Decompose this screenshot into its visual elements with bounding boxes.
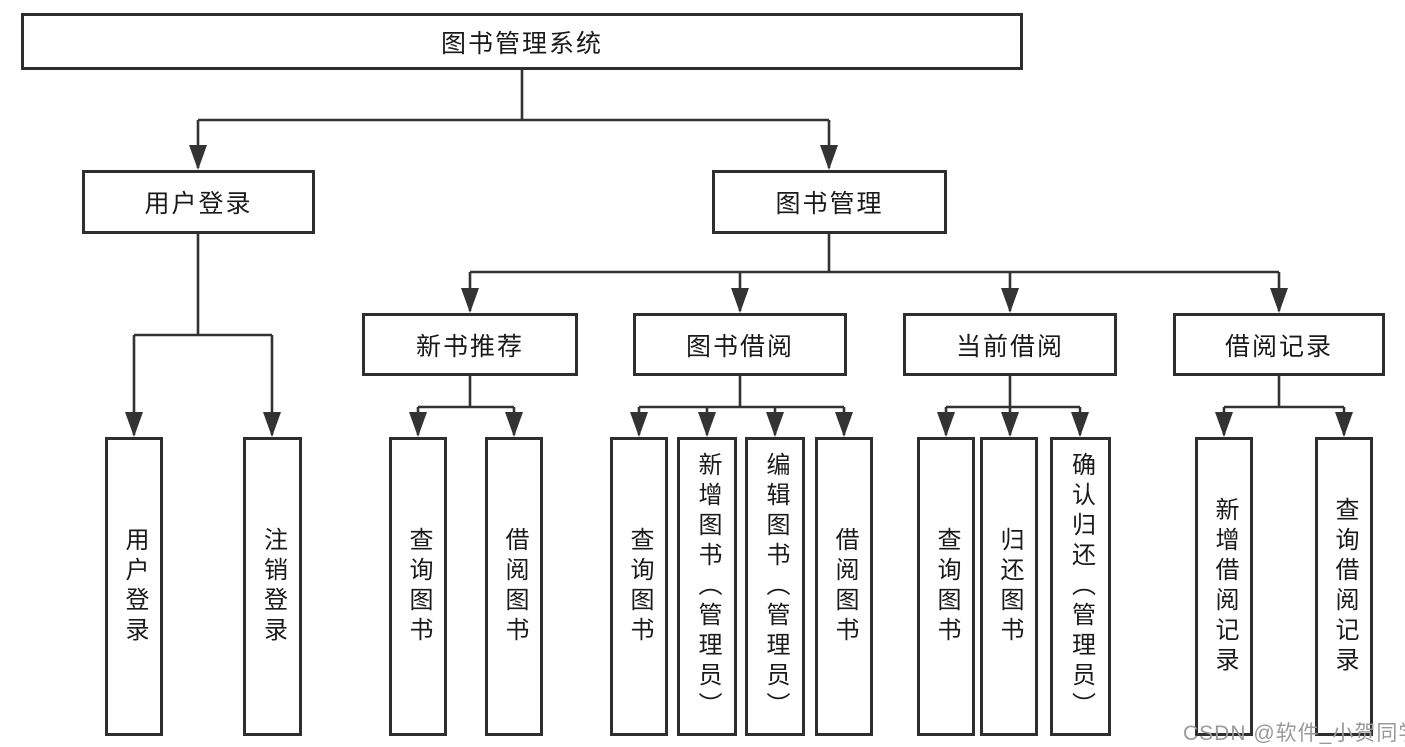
node-book-borrowing: 图书借阅 (633, 313, 847, 376)
leaf-user-login: 用户登录 (105, 437, 163, 736)
node-new-book-recommend: 新书推荐 (362, 313, 578, 376)
connector-user-login (125, 233, 281, 437)
leaf-label: 新增图书（管理员） (694, 451, 721, 722)
node-book-management: 图书管理 (712, 170, 947, 234)
leaf-label: 归还图书 (996, 526, 1023, 647)
connector-current-borrowing (937, 376, 1089, 437)
leaf-label: 编辑图书（管理员） (762, 451, 789, 722)
leaf-label: 新增借阅记录 (1211, 496, 1238, 677)
leaf-label: 注销登录 (259, 526, 287, 647)
leaf-label: 确认归还（管理员） (1067, 451, 1095, 722)
leaf-edit-book-admin: 编辑图书（管理员） (745, 437, 805, 736)
leaf-borrow-books: 借阅图书 (815, 437, 873, 736)
node-library-management-system: 图书管理系统 (21, 13, 1023, 70)
leaf-add-book-admin: 新增图书（管理员） (677, 437, 737, 736)
leaf-return-books: 归还图书 (980, 437, 1038, 736)
leaf-logout: 注销登录 (243, 437, 302, 736)
leaf-label: 查询图书 (405, 526, 432, 647)
leaf-label: 借阅图书 (831, 526, 858, 647)
leaf-label: 查询图书 (626, 526, 653, 647)
connector-book-borrowing (630, 376, 853, 437)
leaf-query-borrow-record: 查询借阅记录 (1315, 437, 1373, 736)
csdn-watermark: CSDN @软件_小贺同学 (1183, 722, 1405, 745)
node-user-login: 用户登录 (82, 170, 315, 234)
connector-root (189, 69, 838, 170)
node-borrow-records: 借阅记录 (1173, 313, 1385, 376)
connector-book-management (461, 233, 1288, 313)
leaf-confirm-return-admin: 确认归还（管理员） (1050, 437, 1111, 736)
leaf-label: 查询图书 (933, 526, 960, 647)
leaf-query-books-current: 查询图书 (917, 437, 975, 736)
leaf-label: 查询借阅记录 (1331, 496, 1358, 677)
leaf-query-books-recommend: 查询图书 (389, 437, 447, 736)
leaf-query-books-borrowing: 查询图书 (610, 437, 668, 736)
connector-new-book-recommend (409, 376, 523, 437)
leaf-add-borrow-record: 新增借阅记录 (1195, 437, 1253, 736)
connector-borrow-records (1215, 376, 1353, 437)
leaf-borrow-books-recommend: 借阅图书 (485, 437, 543, 736)
node-current-borrowing: 当前借阅 (903, 313, 1117, 376)
leaf-label: 用户登录 (121, 526, 148, 647)
leaf-label: 借阅图书 (501, 526, 528, 647)
